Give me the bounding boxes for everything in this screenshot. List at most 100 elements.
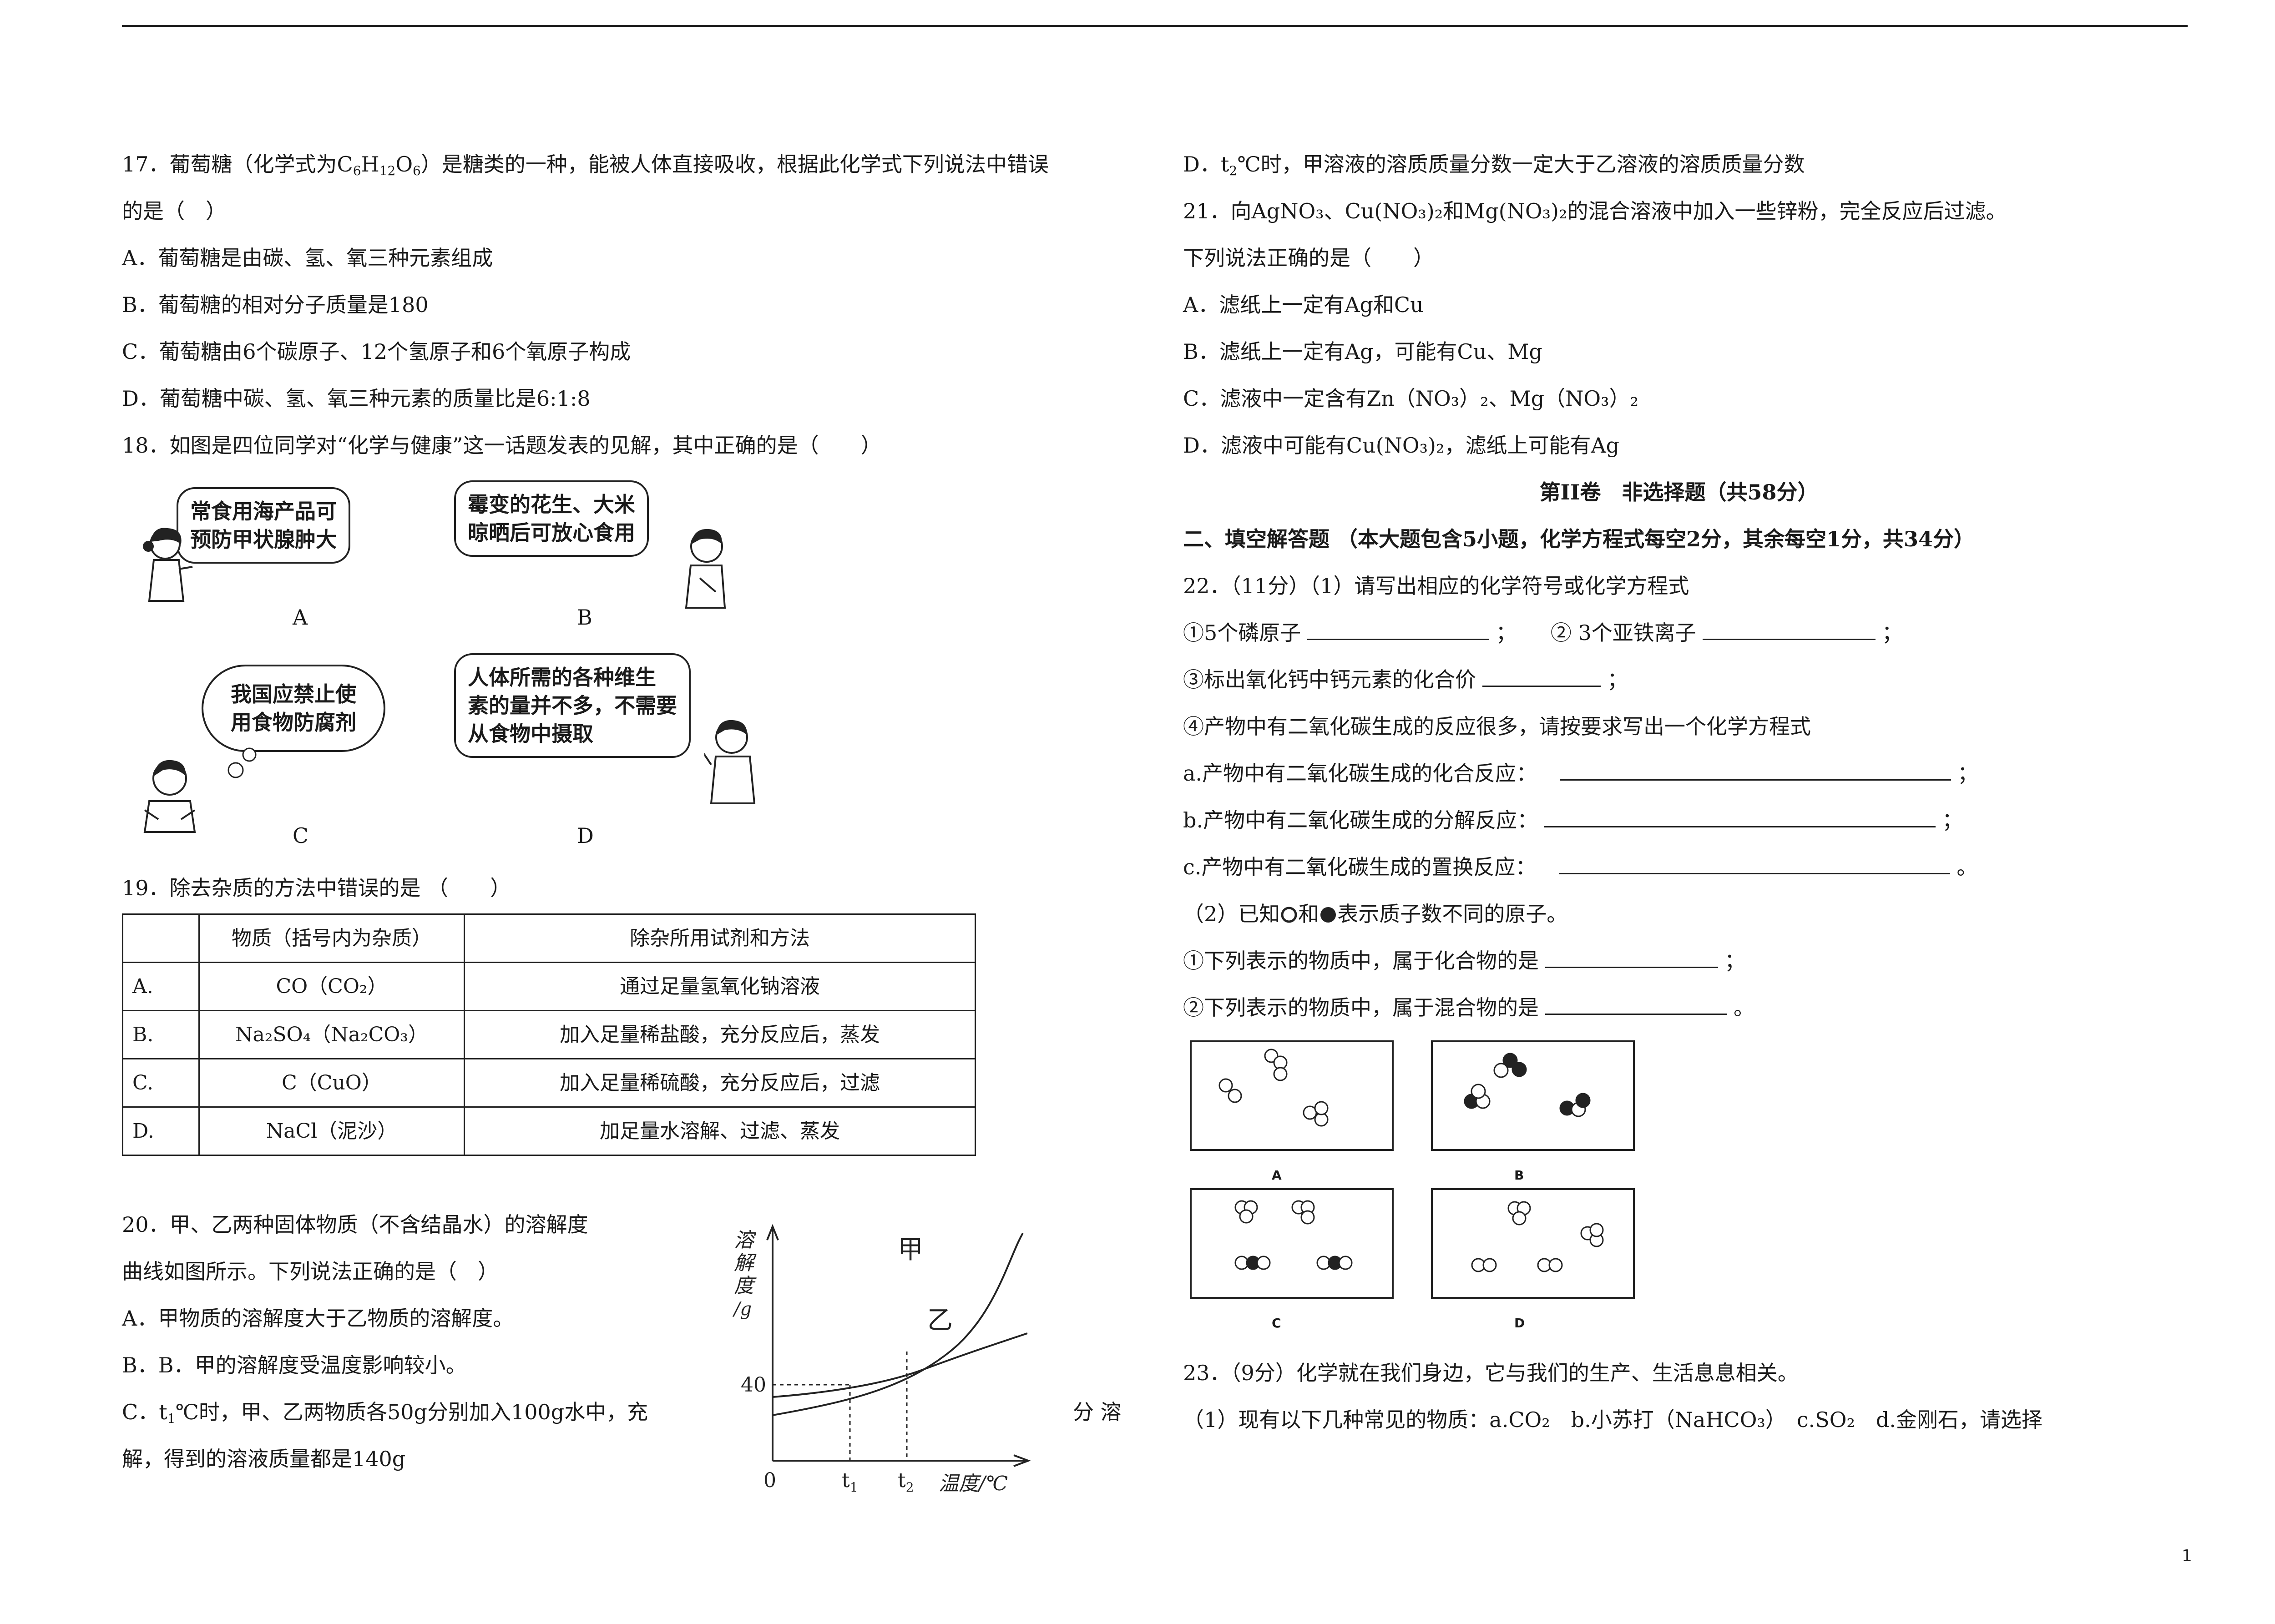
- table-row: C. C（CuO） 加入足量稀硫酸，充分反应后，过滤: [122, 1058, 976, 1108]
- table-cell: 通过足量氢氧化钠溶液: [464, 962, 976, 1011]
- q17-option-a: A．葡萄糖是由碳、氢、氧三种元素组成: [122, 246, 493, 270]
- q21-option-c: C．滤液中一定含有Zn（NO₃）₂、Mg（NO₃）₂: [1183, 386, 1639, 411]
- q22-part2: （2）已知和表示质子数不同的原子。: [1183, 902, 1568, 926]
- left-column: 17．葡萄糖（化学式为C6H12O6）是糖类的一种，能被人体直接吸收，根据此化学…: [122, 141, 1146, 1495]
- table-cell: B.: [122, 1010, 200, 1059]
- table-row: B. Na₂SO₄（Na₂CO₃） 加入足量稀盐酸，充分反应后，蒸发: [122, 1010, 976, 1059]
- solid-atom-icon: [1320, 907, 1336, 923]
- table-cell: Na₂SO₄（Na₂CO₃）: [198, 1010, 465, 1059]
- q20-option-c-line2: 解，得到的溶液质量都是140g: [122, 1447, 406, 1471]
- q22-stem: 22．（11分）（1）请写出相应的化学符号或化学方程式: [1183, 574, 1689, 598]
- table-header-cell: 除杂所用试剂和方法: [464, 913, 976, 963]
- answer-blank[interactable]: [1702, 619, 1876, 640]
- molecule-diagram-b: [1464, 1053, 1591, 1117]
- molecule-boxes: A B: [1183, 1040, 2175, 1350]
- table-header-cell: [122, 913, 200, 963]
- curve-yi: [772, 1332, 1028, 1398]
- curve-jia: [772, 1232, 1024, 1416]
- header-rule: [122, 25, 2188, 27]
- y-tick-40: 40: [741, 1373, 766, 1397]
- q21-option-d: D．滤液中可能有Cu(NO₃)₂，滤纸上可能有Ag: [1183, 433, 1620, 458]
- q22-item-b: b.产物中有二氧化碳生成的分解反应：；: [1183, 797, 2175, 844]
- q22-item3: ③标出氧化钙中钙元素的化合价；: [1183, 656, 2175, 703]
- table-row: A. CO（CO₂） 通过足量氢氧化钠溶液: [122, 962, 976, 1011]
- box-label-d: D: [1514, 1316, 1525, 1331]
- boy-figure-icon: [143, 760, 196, 833]
- table-cell: C（CuO）: [198, 1058, 465, 1108]
- q21-stem: 21．向AgNO₃、Cu(NO₃)₂和Mg(NO₃)₂的混合溶液中加入一些锌粉，…: [1183, 199, 2007, 223]
- speech-bubble-b: 霉变的花生、大米 晾晒后可放心食用: [454, 480, 649, 557]
- q20-stem: 20．甲、乙两种固体物质（不含结晶水）的溶解度: [122, 1212, 588, 1237]
- answer-blank[interactable]: [1560, 759, 1951, 781]
- box-label-b: B: [1514, 1168, 1524, 1183]
- choice-label-d: D: [577, 823, 594, 848]
- x-axis-label: 温度/℃: [939, 1472, 1008, 1495]
- molecule-box-a: [1190, 1040, 1394, 1151]
- table-cell: 加入足量稀盐酸，充分反应后，蒸发: [464, 1010, 976, 1059]
- y-axis-label-3: 度: [734, 1274, 757, 1297]
- answer-blank[interactable]: [1307, 619, 1490, 640]
- series-label-yi: 乙: [927, 1306, 953, 1335]
- q18-stem: 18．如图是四位同学对“化学与健康”这一话题发表的见解，其中正确的是（ ）: [122, 433, 882, 458]
- x-axis-arrow: [1013, 1454, 1031, 1467]
- choice-label-b: B: [577, 605, 592, 630]
- q22-item4: ④产物中有二氧化碳生成的反应很多，请按要求写出一个化学方程式: [1183, 714, 1811, 739]
- q21-stem-line2: 下列说法正确的是（ ）: [1183, 246, 1434, 270]
- thought-dots-icon: [228, 747, 257, 778]
- origin-label: 0: [763, 1469, 776, 1492]
- x-tick-t2: t2: [898, 1469, 914, 1495]
- y-axis-arrow: [766, 1224, 779, 1241]
- thought-bubble-c: 我国应禁止使 用食物防腐剂: [202, 665, 385, 752]
- y-axis-label-2: 解: [734, 1251, 757, 1275]
- q20-stem-line2: 曲线如图所示。下列说法正确的是（ ）: [122, 1259, 499, 1284]
- q20-option-a: A．甲物质的溶解度大于乙物质的溶解度。: [122, 1306, 514, 1331]
- answer-blank[interactable]: [1544, 806, 1936, 827]
- y-axis-label-4: /g: [732, 1299, 752, 1320]
- answer-blank[interactable]: [1559, 853, 1951, 874]
- q20-option-b: B．B．甲的溶解度受温度影响较小。: [122, 1353, 467, 1377]
- q20-block: 20．甲、乙两种固体物质（不含结晶水）的溶解度 曲线如图所示。下列说法正确的是（…: [122, 1201, 1146, 1495]
- x-tick-t1: t1: [842, 1469, 858, 1495]
- speech-bubble-a: 常食用海产品可 预防甲状腺肿大: [177, 487, 350, 564]
- q17-option-d: D．葡萄糖中碳、氢、氧三种元素的质量比是6:1:8: [122, 386, 591, 411]
- q20-option-d: D．t2℃时，甲溶液的溶质质量分数一定大于乙溶液的溶质质量分数: [1183, 152, 1805, 178]
- q17-option-c: C．葡萄糖由6个碳原子、12个氢原子和6个氧原子构成: [122, 339, 631, 364]
- section-heading: 二、填空解答题 （本大题包含5小题，化学方程式每空2分，其余每空1分，共34分）: [1183, 527, 1975, 551]
- q23-line2: （1）现有以下几种常见的物质：a.CO₂ b.小苏打（NaHCO₃） c.SO₂…: [1183, 1407, 2042, 1432]
- q20-option-c: C．t1℃时，甲、乙两物质各50g分别加入100g水中，充 分 溶: [122, 1389, 1122, 1436]
- molecule-diagram-d: [1471, 1201, 1604, 1272]
- boy-figure-icon: [685, 529, 726, 609]
- molecule-box-c: [1190, 1188, 1394, 1299]
- table-cell: CO（CO₂）: [198, 962, 465, 1011]
- q22-mixture: ②下列表示的物质中，属于混合物的是。: [1183, 984, 2175, 1031]
- girl-figure-icon: [143, 528, 193, 602]
- answer-blank[interactable]: [1545, 947, 1718, 968]
- table-cell: 加入足量稀硫酸，充分反应后，过滤: [464, 1058, 976, 1108]
- q22-item-a: a.产物中有二氧化碳生成的化合反应：；: [1183, 750, 2175, 797]
- answer-blank[interactable]: [1482, 666, 1601, 687]
- table-cell: A.: [122, 962, 200, 1011]
- q22-item-c: c.产物中有二氧化碳生成的置换反应：。: [1183, 844, 2175, 891]
- q19-stem: 19．除去杂质的方法中错误的是 （ ）: [122, 876, 511, 900]
- q21-option-a: A．滤纸上一定有Ag和Cu: [1183, 293, 1424, 317]
- part2-title: 第II卷 非选择题（共58分）: [1539, 480, 1819, 504]
- table-row: D. NaCl（泥沙） 加足量水溶解、过滤、蒸发: [122, 1106, 976, 1156]
- q22-item1: ①5个磷原子； ② 3个亚铁离子；: [1183, 610, 2175, 656]
- q17-option-b: B．葡萄糖的相对分子质量是180: [122, 293, 429, 317]
- choice-label-a: A: [293, 605, 308, 630]
- answer-blank[interactable]: [1545, 994, 1727, 1015]
- molecule-diagram-c: [1234, 1200, 1353, 1270]
- solubility-curve-chart: 溶 解 度 /g 40 0 t1 t2 温度/℃ 甲 乙: [732, 1224, 1031, 1495]
- series-label-jia: 甲: [898, 1235, 923, 1265]
- molecule-box-d: [1431, 1188, 1635, 1299]
- choice-label-c: C: [293, 823, 309, 848]
- table-cell: 加足量水溶解、过滤、蒸发: [464, 1106, 976, 1156]
- table-header-row: 物质（括号内为杂质） 除杂所用试剂和方法: [122, 913, 976, 963]
- speech-bubble-d: 人体所需的各种维生 素的量并不多，不需要 从食物中摄取: [454, 653, 691, 758]
- table-cell: C.: [122, 1058, 200, 1108]
- right-column: D．t2℃时，甲溶液的溶质质量分数一定大于乙溶液的溶质质量分数 21．向AgNO…: [1183, 141, 2175, 1443]
- molecule-box-b: [1431, 1040, 1635, 1151]
- q17-stem-line2: 的是（ ）: [122, 199, 227, 223]
- q17-stem: 17．葡萄糖（化学式为C6H12O6）是糖类的一种，能被人体直接吸收，根据此化学…: [122, 152, 1049, 178]
- table-cell: D.: [122, 1106, 200, 1156]
